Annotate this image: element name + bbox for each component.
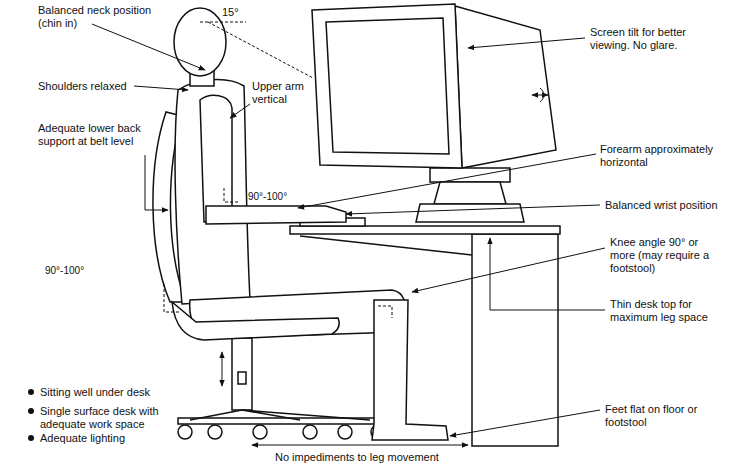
callout-label: Upper arm vertical	[252, 80, 314, 106]
leader-lines	[540, 88, 544, 102]
angle-marks	[164, 284, 180, 312]
angle-marks	[378, 306, 392, 318]
callout-label: Screen tilt for better viewing. No glare…	[590, 26, 715, 52]
leader-lines	[222, 352, 223, 386]
callout-label: Knee angle 90° or more (may require a fo…	[610, 236, 720, 275]
callout-label: 15°	[222, 6, 239, 19]
desk	[300, 236, 472, 255]
crt-monitor	[312, 4, 462, 168]
leader-lines	[412, 248, 605, 292]
callout-label: Shoulders relaxed	[38, 80, 127, 93]
leader-lines	[230, 104, 250, 118]
seated-person	[372, 300, 448, 440]
callout-label: Sitting well under desk	[40, 386, 150, 399]
bullet-dot	[28, 389, 34, 395]
bullet-dot	[28, 435, 34, 441]
office-chair	[178, 425, 192, 439]
seated-person	[206, 206, 346, 224]
leader-lines	[298, 154, 596, 208]
callout-label: Adequate lower back support at belt leve…	[38, 122, 150, 148]
seated-person	[172, 8, 448, 440]
desk	[290, 226, 560, 234]
leader-lines	[145, 155, 168, 210]
desk	[472, 234, 558, 446]
seated-person	[200, 95, 232, 222]
leader-lines	[92, 24, 205, 70]
leader-lines	[490, 238, 605, 310]
leader-lines	[252, 445, 468, 446]
office-chair	[238, 372, 246, 384]
callout-label: Balanced wrist position	[605, 199, 718, 212]
seated-person	[175, 80, 250, 304]
crt-monitor	[326, 18, 449, 154]
office-chair	[303, 425, 317, 439]
seated-person	[174, 8, 226, 76]
angle-marks	[164, 22, 392, 318]
office-chair	[253, 425, 267, 439]
callout-label: Adequate lighting	[40, 432, 125, 445]
leader-lines	[468, 38, 585, 48]
callout-label: No impediments to leg movement	[275, 451, 439, 464]
callout-label: Single surface desk with adequate work s…	[40, 405, 170, 431]
bullet-dot	[28, 389, 34, 441]
leader-lines	[134, 86, 188, 90]
angle-marks	[208, 22, 313, 78]
crt-monitor	[300, 4, 556, 226]
bullet-dot	[28, 408, 34, 414]
office-chair	[232, 338, 252, 410]
callout-label: Forearm approximately horizontal	[600, 143, 728, 169]
callout-label: 90°-100°	[248, 191, 287, 203]
leader-lines	[450, 410, 600, 436]
office-chair	[190, 410, 370, 420]
seated-person	[172, 302, 339, 340]
office-chair	[208, 425, 222, 439]
leader-lines	[532, 95, 548, 96]
callout-label: Feet flat on floor or footstool	[605, 403, 700, 429]
callout-label: 90°-100°	[45, 265, 84, 277]
leader-lines	[92, 24, 605, 445]
office-chair	[338, 425, 352, 439]
angle-marks	[224, 188, 238, 202]
crt-monitor	[430, 168, 510, 182]
callout-label: Thin desk top for maximum leg space	[610, 298, 725, 324]
crt-monitor	[434, 182, 506, 204]
desk	[290, 226, 560, 446]
angle-marks	[200, 22, 246, 23]
leader-lines	[346, 205, 600, 214]
callout-label: Balanced neck position (chin in)	[38, 4, 163, 30]
crt-monitor	[416, 204, 524, 222]
crt-monitor	[455, 6, 556, 168]
